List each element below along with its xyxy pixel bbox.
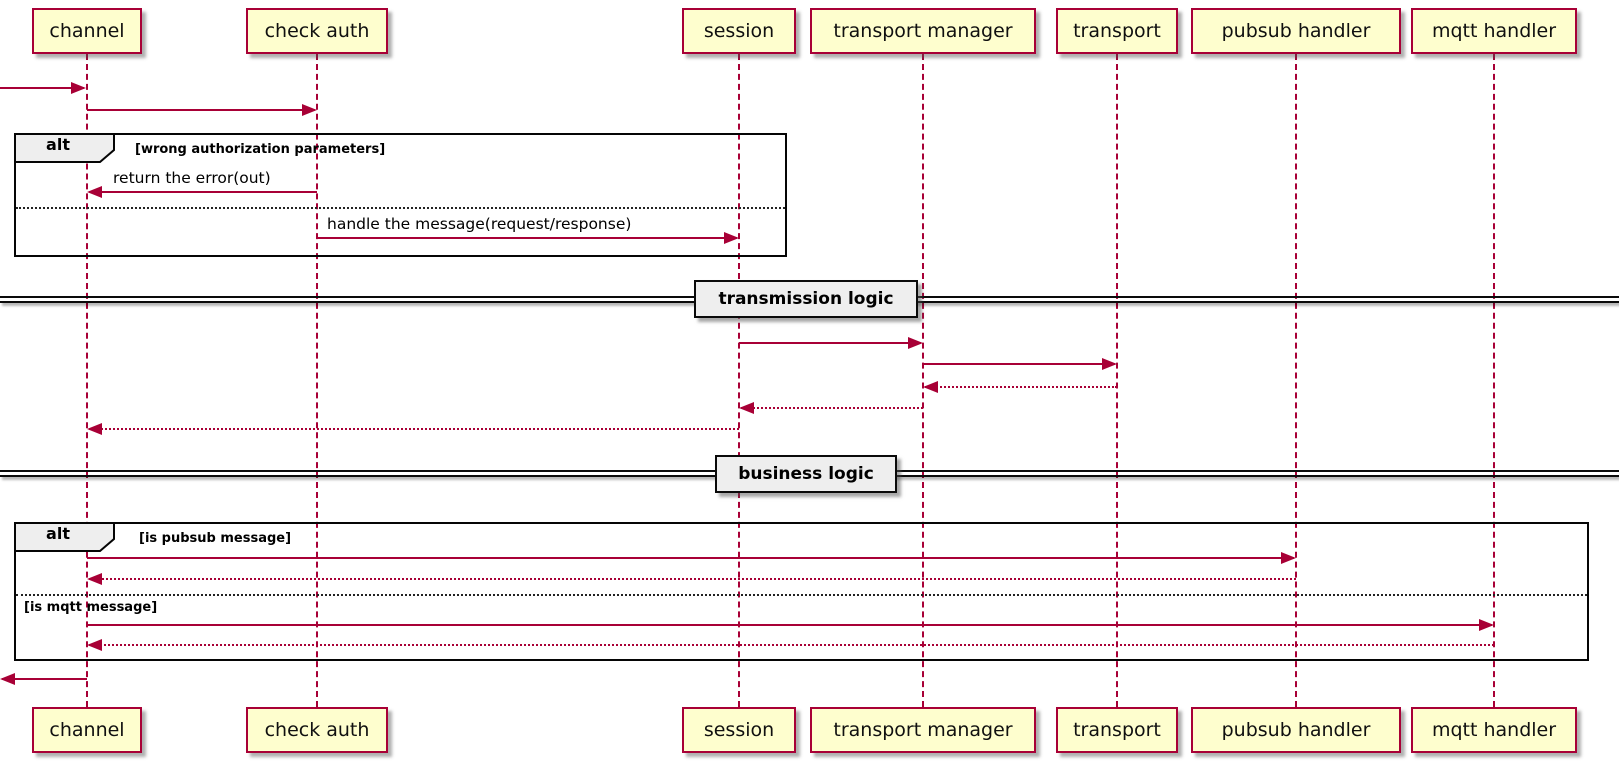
arrowhead-right-icon (71, 82, 86, 94)
arrow-return-transport-to-transport-manager (923, 381, 1117, 393)
alt-fragment-message-type: alt [is pubsub message] [is mqtt message… (14, 522, 1589, 661)
arrow-return-pubsub-handler-to-channel (87, 573, 1296, 585)
divider-business-logic: business logic (715, 455, 897, 493)
participant-session-top: session (682, 8, 796, 54)
lifeline-pubsub-handler (1295, 54, 1297, 707)
message-label-return-error: return the error(out) (113, 169, 271, 187)
divider-label: transmission logic (718, 289, 894, 309)
lifeline-check-auth (316, 54, 318, 707)
arrowhead-right-icon (1102, 358, 1117, 370)
arrow-incoming-to-channel (0, 82, 86, 94)
arrowhead-right-icon (302, 104, 317, 116)
arrow-return-mqtt-handler-to-channel (87, 639, 1494, 651)
arrow-return-transport-manager-to-session (739, 402, 923, 414)
participant-transport-top: transport (1056, 8, 1178, 54)
arrowhead-left-icon (87, 423, 102, 435)
guard-is-pubsub-message: [is pubsub message] (139, 531, 292, 546)
arrow-channel-to-check-auth (87, 104, 317, 116)
guard-wrong-authorization: [wrong authorization parameters] (135, 142, 386, 157)
participant-check-auth-bottom: check auth (246, 707, 388, 753)
arrowhead-right-icon (724, 232, 739, 244)
lifeline-session (738, 54, 740, 707)
participant-channel-bottom: channel (32, 707, 142, 753)
participant-channel-top: channel (32, 8, 142, 54)
alt-operator-pentagon (14, 133, 115, 163)
participant-label: session (703, 20, 775, 42)
participant-transport-manager-bottom: transport manager (810, 707, 1036, 753)
participant-label: transport manager (833, 20, 1013, 42)
lifeline-channel (86, 54, 88, 707)
participant-session-bottom: session (682, 707, 796, 753)
arrowhead-left-icon (87, 186, 102, 198)
arrowhead-right-icon (1281, 552, 1296, 564)
lifeline-transport-manager (922, 54, 924, 707)
arrowhead-left-icon (0, 673, 15, 685)
arrowhead-left-icon (87, 639, 102, 651)
participant-transport-manager-top: transport manager (810, 8, 1036, 54)
lifeline-transport (1116, 54, 1118, 707)
participant-check-auth-top: check auth (246, 8, 388, 54)
arrowhead-right-icon (908, 337, 923, 349)
participant-label: transport manager (833, 719, 1013, 741)
participant-transport-bottom: transport (1056, 707, 1178, 753)
arrowhead-right-icon (1479, 619, 1494, 631)
arrowhead-left-icon (87, 573, 102, 585)
alt-operator-label: alt (46, 135, 70, 154)
arrow-return-session-to-channel (87, 423, 739, 435)
alt-fragment-authorization: alt [wrong authorization parameters] (14, 133, 787, 257)
participant-label: transport (1073, 719, 1161, 741)
arrow-session-to-transport-manager (739, 337, 923, 349)
participant-pubsub-handler-bottom: pubsub handler (1191, 707, 1401, 753)
alt-operator-label: alt (46, 524, 70, 543)
arrowhead-left-icon (923, 381, 938, 393)
participant-label: mqtt handler (1431, 719, 1557, 741)
alt-else-divider (16, 594, 1587, 596)
alt-else-divider (16, 207, 785, 209)
participant-pubsub-handler-top: pubsub handler (1191, 8, 1401, 54)
message-label-handle-message: handle the message(request/response) (327, 215, 632, 233)
arrow-check-auth-to-session (317, 232, 739, 244)
divider-transmission-logic: transmission logic (694, 280, 918, 318)
participant-label: pubsub handler (1221, 20, 1371, 42)
participant-label: check auth (264, 20, 370, 42)
participant-label: check auth (264, 719, 370, 741)
arrow-channel-to-outside (0, 673, 87, 685)
arrowhead-left-icon (739, 402, 754, 414)
divider-label: business logic (738, 464, 874, 484)
participant-label: channel (49, 20, 125, 42)
participant-mqtt-handler-top: mqtt handler (1411, 8, 1577, 54)
lifeline-mqtt-handler (1493, 54, 1495, 707)
participant-label: transport (1073, 20, 1161, 42)
arrow-channel-to-pubsub-handler (87, 552, 1296, 564)
participant-label: pubsub handler (1221, 719, 1371, 741)
guard-is-mqtt-message: [is mqtt message] (24, 600, 158, 615)
alt-operator-pentagon (14, 522, 115, 552)
arrow-check-auth-to-channel (87, 186, 317, 198)
participant-mqtt-handler-bottom: mqtt handler (1411, 707, 1577, 753)
participant-label: mqtt handler (1431, 20, 1557, 42)
arrow-channel-to-mqtt-handler (87, 619, 1494, 631)
participant-label: session (703, 719, 775, 741)
arrow-transport-manager-to-transport (923, 358, 1117, 370)
participant-label: channel (49, 719, 125, 741)
